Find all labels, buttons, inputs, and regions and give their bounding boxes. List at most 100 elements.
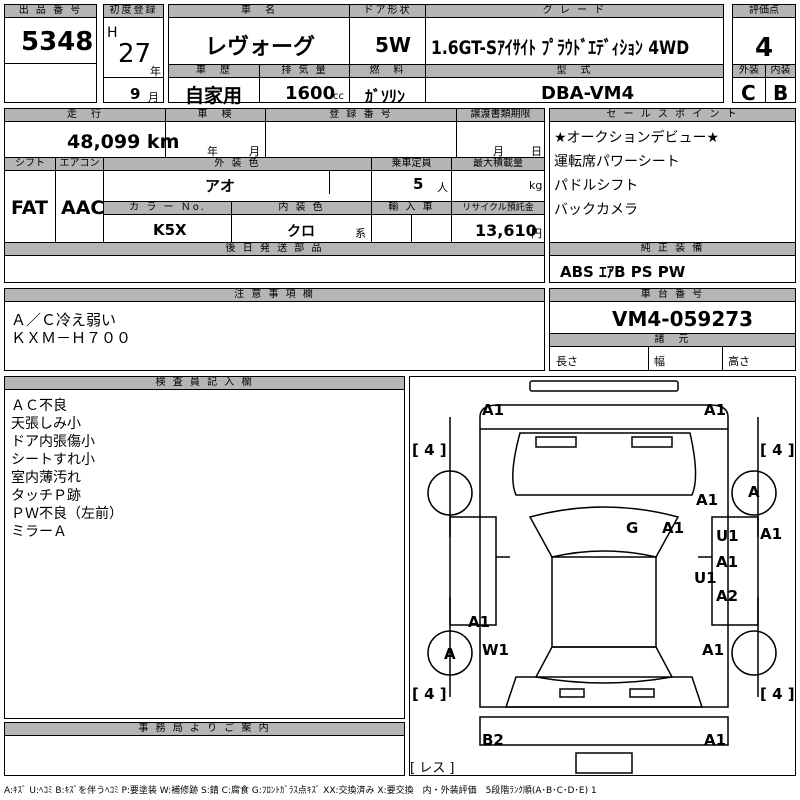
tire-front-left: [ 4 ] (412, 441, 447, 459)
history: 自家用 (185, 85, 243, 107)
spec-label: 諸 元 (550, 333, 795, 347)
lot-number-cell: 出 品 番 号 5348 (4, 4, 97, 103)
door-label: ドア形状 (349, 5, 425, 18)
mark-mirror-right: A1 (760, 525, 783, 543)
capacity-unit: 人 (437, 181, 448, 194)
chassis-number: VM4-059273 (612, 307, 754, 331)
model-code: DBA-VM4 (541, 83, 635, 104)
inspector-line: ミラーＡ (11, 524, 67, 540)
import-label: 輸 入 車 (371, 201, 451, 215)
note-line: Ａ／Ｃ冷え弱い (11, 311, 117, 329)
first-registration-cell: 初度登録 H 27 年 9 月 (103, 4, 164, 104)
inspector-line: ＰＷ不良（左前） (11, 506, 123, 522)
recycle-unit: 円 (531, 227, 542, 240)
mark-front-right: A1 (704, 401, 727, 419)
recycle-deposit-label: リサイクル預託金 (451, 201, 544, 215)
inspector-line: ＡＣ不良 (11, 398, 67, 414)
inspection-month-unit: 月 (249, 145, 260, 158)
office-box: 事 務 局 よ り ご 案 内 (4, 722, 405, 776)
exterior-label: 外装 (733, 64, 765, 78)
transfer-deadline-label: 譲渡書類期限 (456, 109, 544, 122)
office-label: 事 務 局 よ り ご 案 内 (5, 723, 404, 736)
equipment: ABS ｴｱB PS PW (560, 263, 686, 281)
mark-windshield: G (626, 519, 639, 537)
length-label: 長さ (556, 355, 578, 368)
displacement-label: 排 気 量 (259, 64, 349, 78)
notes-box: 注 意 事 項 欄 Ａ／Ｃ冷え弱い ＫＸＭ－Ｈ７００ (4, 288, 545, 371)
first-registration-label: 初度登録 (104, 5, 163, 18)
door-type: 5W (375, 33, 411, 57)
mark-bumper-rear-right: A1 (704, 731, 727, 749)
max-load-label: 最大積載量 (451, 157, 544, 171)
fuel: ｶﾞｿﾘﾝ (365, 87, 406, 106)
fuel-label: 燃 料 (349, 64, 425, 78)
spare-tire-mark: [ レス ] (410, 761, 455, 776)
tire-front-right: [ 4 ] (760, 441, 795, 459)
inspector-line: タッチＰ跡 (11, 488, 81, 504)
mark-rocker-left: W1 (482, 641, 509, 659)
car-name-label: 車 名 (169, 5, 349, 18)
tire-rear-right: [ 4 ] (760, 685, 795, 703)
sales-point-item: 運転席パワーシート (554, 154, 680, 170)
displacement: 1600 (285, 83, 336, 104)
color-number-label: カ ラ ー Ｎo. (103, 201, 231, 215)
score-label: 評価点 (733, 5, 795, 18)
sales-points-box: セ ー ル ス ポ イ ン ト ★オークションデビュー★ 運転席パワーシート パ… (549, 108, 796, 283)
shift: FAT (11, 197, 48, 219)
interior-label: 内装 (765, 64, 795, 78)
transfer-month-unit: 月 (493, 145, 504, 158)
note-line: ＫＸＭ－Ｈ７００ (11, 329, 132, 347)
interior-color: クロ (287, 224, 315, 240)
chassis-box: 車 台 番 号 VM4-059273 諸 元 長さ 幅 高さ (549, 288, 796, 371)
mark-bumper-rear-left: B2 (482, 731, 504, 749)
mileage-label: 走 行 (5, 109, 165, 122)
capacity-label: 乗車定員 (371, 157, 451, 171)
sales-point-item: バックカメラ (554, 202, 638, 218)
mark-door-right-2: A1 (716, 553, 739, 571)
mark-wheel-front-right: A (748, 483, 760, 501)
inspection-year-unit: 年 (207, 145, 218, 158)
chassis-label: 車 台 番 号 (550, 289, 795, 302)
mark-quarter-left: A1 (468, 613, 491, 631)
mark-door-right-4: A2 (716, 587, 739, 605)
tire-rear-left: [ 4 ] (412, 685, 447, 703)
notes-label: 注 意 事 項 欄 (5, 289, 544, 302)
grade: 1.6GT-Sｱｲｻｲﾄ ﾌﾟﾗｳﾄﾞｴﾃﾞｨｼｮﾝ 4WD (431, 37, 690, 59)
sales-points-label: セ ー ル ス ポ イ ン ト (550, 109, 795, 122)
inspector-box: 検 査 員 記 入 欄 ＡＣ不良 天張しみ小 ドア内張傷小 シートすれ小 室内薄… (4, 376, 405, 719)
max-load-unit: kg (529, 179, 543, 192)
lot-number: 5348 (21, 27, 94, 57)
vehicle-info-grid: 車 名 ドア形状 グ レ ー ド レヴォーグ 5W 1.6GT-Sｱｲｻｲﾄ ﾌ… (168, 4, 724, 107)
registration-number-label: 登 録 番 号 (265, 109, 456, 122)
ac-label: エアコン (55, 157, 103, 171)
damage-diagram: A1 A1 [ 4 ] [ 4 ] [ 4 ] [ 4 ] A A A1 G A… (409, 376, 796, 776)
inspector-line: 室内薄汚れ (11, 470, 81, 486)
displacement-unit: cc (333, 91, 344, 102)
damage-legend: A:ｷｽﾞ U:ﾍｺﾐ B:ｷｽﾞを伴うﾍｺﾐ P:要塗装 W:補修跡 S:錆 … (4, 786, 597, 796)
mark-quarter-right: A1 (702, 641, 725, 659)
interior-color-label: 内 装 色 (231, 201, 371, 215)
air-conditioner: AAC (61, 197, 105, 219)
shift-label: シフト (5, 157, 55, 171)
mark-door-right-1: U1 (716, 527, 739, 545)
inspector-line: シートすれ小 (11, 452, 95, 468)
era: H (107, 25, 118, 41)
inspection-label: 車 検 (165, 109, 265, 122)
car-name: レヴォーグ (205, 35, 316, 60)
mark-fender-front-right: A1 (696, 491, 719, 509)
mark-front-left: A1 (482, 401, 505, 419)
exterior-grade: C (741, 81, 756, 105)
exterior-color-label: 外 装 色 (103, 157, 371, 171)
exterior-color: アオ (205, 177, 236, 195)
history-label: 車 歴 (169, 64, 259, 78)
color-number: K5X (153, 221, 187, 239)
lot-number-label: 出 品 番 号 (5, 5, 96, 18)
recycle-deposit: 13,610 (475, 221, 537, 240)
later-parts-label: 後 日 発 送 部 品 (5, 242, 544, 256)
grade-label: グ レ ー ド (425, 5, 723, 18)
score: 4 (755, 33, 774, 63)
model-code-label: 型 式 (425, 64, 723, 78)
sales-point-item: パドルシフト (554, 178, 639, 194)
width-label: 幅 (654, 355, 665, 368)
year-unit: 年 (150, 65, 161, 78)
